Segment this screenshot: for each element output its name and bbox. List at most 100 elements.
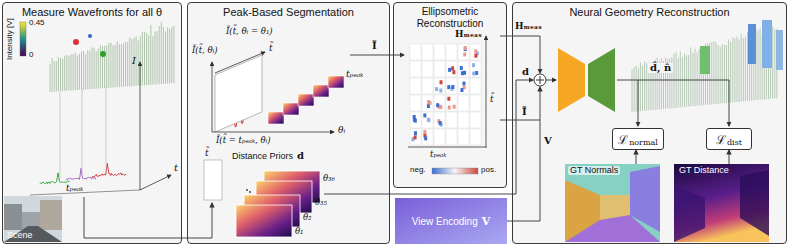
- point-cloud: [71, 54, 72, 90]
- matrix-patch: [424, 136, 427, 140]
- plot-label: neg.: [410, 166, 426, 174]
- plot-label: θ₃₆: [323, 174, 335, 183]
- matrix-cell: [446, 95, 457, 111]
- point-cloud: [66, 55, 67, 91]
- point-cloud: [142, 32, 143, 85]
- point-cloud: [772, 26, 773, 98]
- point-cloud: [77, 55, 78, 90]
- point-cloud: [640, 62, 641, 111]
- loss-symbol: ℒ: [716, 131, 726, 148]
- point-cloud: [62, 59, 63, 91]
- matrix-patch: [435, 87, 438, 91]
- ray-line: [60, 92, 61, 178]
- point-cloud: [747, 32, 748, 101]
- plot-label: Ĩ: [522, 107, 527, 117]
- panel-fills: [2, 2, 787, 244]
- point-cloud-building: [762, 20, 772, 68]
- point-cloud-building: [700, 46, 710, 74]
- matrix-patch: [453, 105, 456, 109]
- point-cloud: [73, 54, 74, 90]
- encoder: [558, 48, 585, 112]
- point-cloud: [636, 66, 637, 112]
- matrix-patch: [423, 130, 426, 134]
- point-cloud: [94, 48, 95, 89]
- point-cloud: [699, 49, 700, 105]
- scene-road: [4, 226, 62, 242]
- matrix-patch: [474, 54, 477, 58]
- matrix-cell: [458, 129, 469, 145]
- scene-image-box: Scene: [4, 196, 62, 242]
- plot-label: tₚₑₐₖ: [430, 150, 446, 159]
- gt-normals-image: [565, 215, 660, 242]
- point-cloud: [697, 52, 698, 106]
- axis: [140, 62, 141, 190]
- point-cloud: [711, 42, 712, 104]
- loss-box: ℒnormal: [612, 128, 664, 150]
- plot-label: t̃: [490, 95, 494, 104]
- matrix-patch: [462, 82, 465, 86]
- matrix-patch: [440, 80, 443, 84]
- matrix-patch: [474, 49, 477, 53]
- matrix-patch: [414, 135, 417, 139]
- plot-label: Ĩ(t̃, θᵢ): [192, 46, 218, 55]
- point-cloud: [148, 35, 149, 85]
- panel-fill: [187, 2, 390, 244]
- matrix-patch: [423, 113, 426, 117]
- matrix-patch: [427, 118, 430, 122]
- matrix-patch: [439, 89, 442, 93]
- image-caption: Scene: [7, 231, 33, 240]
- matrix-cell: [446, 112, 457, 128]
- point-cloud: [642, 65, 643, 111]
- matrix-cell: [434, 61, 445, 77]
- matrix-patch: [439, 121, 442, 125]
- matrix-cell: [422, 112, 433, 128]
- matrix-cell: [410, 112, 421, 128]
- gt-image-box: GT Distance: [674, 164, 769, 242]
- point-cloud: [144, 32, 145, 85]
- point-cloud: [68, 56, 69, 91]
- axis: [30, 190, 140, 195]
- plot-label: tₚₑₐₖ: [66, 184, 83, 193]
- point-cloud: [60, 58, 61, 91]
- point-cloud: [87, 50, 88, 89]
- panel-fill: [512, 2, 787, 244]
- matrix-patch: [439, 105, 442, 109]
- panel-title: Ellipsometric Reconstruction: [398, 6, 502, 30]
- point-cloud: [150, 25, 151, 85]
- matrix-patch: [452, 70, 455, 74]
- point-cloud: [115, 45, 116, 87]
- loss-subscript: dist: [727, 138, 742, 147]
- matrix-cell: [470, 78, 481, 94]
- text-row: View EncodingV: [395, 198, 507, 244]
- thumbnail: [313, 85, 329, 97]
- plot-label: V: [544, 136, 552, 146]
- generated-illustration: [40, 20, 783, 198]
- point-cloud: [688, 55, 689, 106]
- point-cloud: [64, 56, 65, 91]
- ellipsis-dot: [246, 189, 248, 191]
- point-cloud: [682, 57, 683, 107]
- matrix-cell: [434, 129, 445, 145]
- point-cloud: [732, 37, 733, 102]
- panel-title: Neural Geometry Reconstruction: [517, 6, 782, 18]
- point-cloud: [692, 53, 693, 106]
- axis: [212, 62, 213, 132]
- axis: [408, 147, 486, 148]
- point-cloud: [161, 22, 162, 84]
- plot-label: Ĩ: [372, 41, 377, 51]
- point-cloud: [121, 44, 122, 87]
- point-cloud: [632, 69, 633, 112]
- point-cloud: [724, 45, 725, 103]
- point-cloud: [171, 27, 172, 83]
- view-encoding-symbol: V: [482, 215, 491, 228]
- view-encoding: [395, 198, 507, 244]
- dot: [73, 39, 79, 45]
- axis: [140, 175, 171, 190]
- scene-photo: [4, 196, 62, 242]
- matrix-cell: [410, 61, 421, 77]
- matrix-patch: [451, 85, 454, 89]
- matrix-patch: [436, 103, 439, 107]
- gt-normals-image: [565, 164, 660, 242]
- plot-label: Intensity [V]: [6, 18, 14, 60]
